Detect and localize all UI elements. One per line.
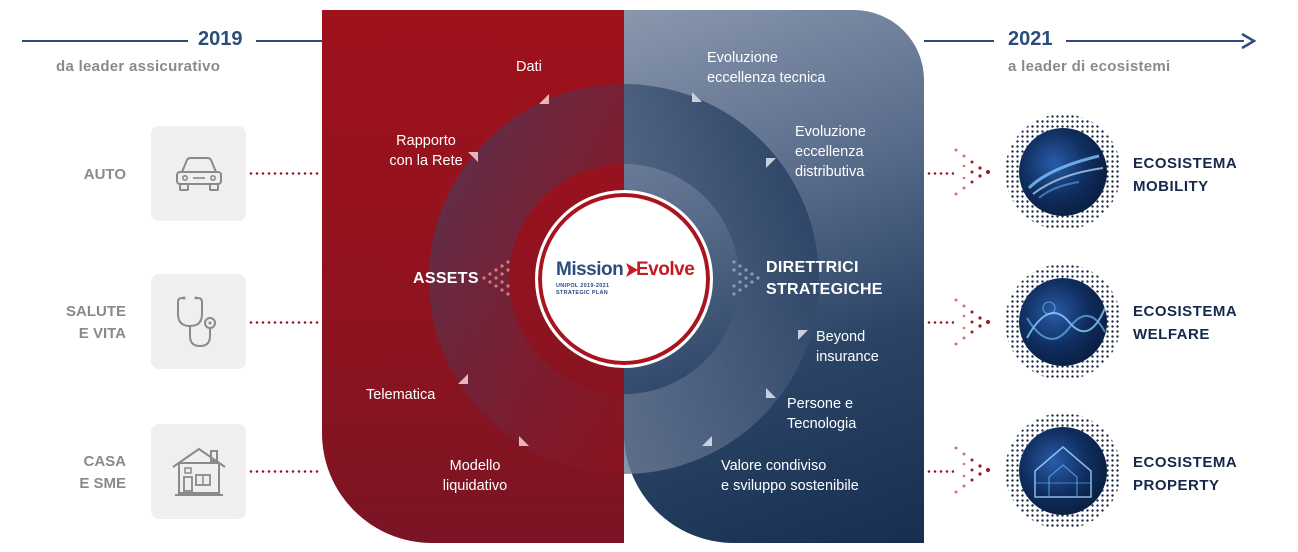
direttrice-line: Tecnologia [787, 416, 857, 432]
asset-line: Rapporto [396, 133, 456, 149]
assets-title: ASSETS [413, 270, 479, 287]
stethoscope-icon [176, 296, 216, 347]
house-icon [171, 447, 226, 496]
segment-label-salute: SALUTE E VITA [36, 301, 126, 345]
dna-icon [1026, 301, 1106, 340]
timeline-end-label: a leader di ecosistemi [1008, 58, 1171, 75]
ecosystem-chevron-welfare-icon [954, 298, 990, 346]
direttrice-beyond: Beyond insurance [816, 327, 879, 367]
wireframe-house-icon [1034, 446, 1092, 498]
road-lights-icon [1027, 154, 1104, 199]
asset-line: Modello [449, 458, 501, 474]
ecosystem-mobility-label: ECOSISTEMA MOBILITY [1133, 152, 1237, 198]
asset-rapporto-arrow-icon [468, 152, 478, 162]
assets-chevron-icon [482, 260, 510, 296]
direttrici-title-line: STRATEGICHE [766, 281, 883, 298]
ecosystem-chevron-mobility-icon [954, 148, 990, 196]
asset-dati-arrow-icon [539, 94, 549, 104]
logo-sub-line: STRATEGIC PLAN [556, 290, 609, 296]
ecosystem-label-line: ECOSISTEMA [1133, 303, 1238, 320]
direttrice-distributiva-arrow-icon [766, 158, 776, 168]
segment-label-line: E VITA [78, 325, 126, 342]
logo-subtitle: UNIPOL 2019-2021 STRATEGIC PLAN [556, 283, 609, 297]
ecosystem-property-label: ECOSISTEMA PROPERTY [1133, 451, 1237, 497]
segment-label-casa: CASA E SME [36, 451, 126, 495]
segment-box-salute [151, 274, 246, 369]
direttrice-valore-arrow-icon [702, 436, 712, 446]
segment-box-casa [151, 424, 246, 519]
direttrici-chevron-icon [732, 260, 760, 296]
segment-label-line: E SME [79, 475, 126, 492]
asset-modello: Modello liquidativo [425, 456, 525, 496]
asset-line: liquidativo [442, 478, 508, 494]
ecosystem-welfare-image [1019, 278, 1107, 366]
segment-label-auto: AUTO [36, 164, 126, 186]
segment-label-line: SALUTE [66, 303, 126, 320]
asset-rapporto: Rapporto con la Rete [374, 131, 478, 171]
car-icon [175, 156, 222, 191]
direttrice-line: Beyond [816, 329, 866, 345]
segment-connector-casa [248, 470, 320, 473]
ecosystem-connector-property [926, 470, 954, 473]
direttrice-line: Persone e [787, 396, 854, 412]
direttrice-line: distributiva [795, 164, 865, 180]
timeline-line-left-stub [256, 40, 322, 42]
direttrice-line: e sviluppo sostenibile [721, 478, 859, 494]
logo-sub-line: UNIPOL 2019-2021 [556, 283, 610, 289]
central-ring [429, 84, 819, 474]
segment-label-line: CASA [83, 453, 126, 470]
timeline-line-right-stub [924, 40, 994, 42]
timeline-line-left [22, 40, 188, 42]
segment-box-auto [151, 126, 246, 221]
ecosystem-label-line: MOBILITY [1133, 178, 1209, 195]
asset-telematica: Telematica [366, 387, 436, 403]
direttrice-line: insurance [816, 349, 879, 365]
asset-modello-arrow-icon [519, 436, 529, 446]
ecosystem-connector-mobility [926, 172, 954, 175]
ecosystem-property-image [1019, 427, 1107, 515]
timeline-arrowhead-icon [1241, 32, 1257, 50]
segment-label-line: AUTO [83, 166, 126, 183]
timeline-end-year: 2021 [1008, 28, 1053, 50]
ecosystem-label-line: ECOSISTEMA [1133, 454, 1238, 471]
ecosystem-welfare-label: ECOSISTEMA WELFARE [1133, 300, 1237, 346]
ecosystem-connector-welfare [926, 321, 954, 324]
logo-arrow-icon [626, 263, 638, 277]
direttrici-title: DIRETTRICI STRATEGICHE [766, 257, 883, 301]
direttrice-beyond-arrow-icon [798, 330, 808, 340]
asset-telematica-arrow-icon [458, 374, 468, 384]
segment-connector-auto [248, 172, 320, 175]
logo-mission-text: Mission [556, 259, 624, 280]
direttrici-title-line: DIRETTRICI [766, 259, 859, 276]
asset-dati: Dati [516, 59, 542, 75]
direttrice-line: eccellenza [795, 144, 864, 160]
asset-line: con la Rete [389, 153, 463, 169]
direttrice-persone-arrow-icon [766, 388, 776, 398]
direttrice-persone: Persone e Tecnologia [787, 394, 856, 434]
direttrice-valore: Valore condiviso e sviluppo sostenibile [721, 456, 859, 496]
ecosystem-label-line: ECOSISTEMA [1133, 155, 1238, 172]
ecosystem-label-line: WELFARE [1133, 326, 1210, 343]
segment-connector-salute [248, 321, 320, 324]
logo-inner [549, 204, 699, 354]
direttrice-tecnica: Evoluzione eccellenza tecnica [707, 48, 826, 88]
timeline-start-year: 2019 [198, 28, 243, 50]
direttrice-line: eccellenza tecnica [707, 70, 826, 86]
direttrice-distributiva: Evoluzione eccellenza distributiva [795, 122, 866, 182]
ecosystem-label-line: PROPERTY [1133, 477, 1220, 494]
ecosystem-mobility-image [1019, 128, 1107, 216]
timeline-start-label: da leader assicurativo [56, 58, 221, 75]
timeline-line-right [1066, 40, 1244, 42]
ecosystem-chevron-property-icon [954, 446, 990, 494]
logo-evolve-text: Evolve [636, 259, 695, 280]
direttrice-line: Evoluzione [707, 50, 778, 66]
direttrice-line: Valore condiviso [721, 458, 827, 474]
direttrice-line: Evoluzione [795, 124, 866, 140]
direttrice-tecnica-arrow-icon [692, 92, 702, 102]
